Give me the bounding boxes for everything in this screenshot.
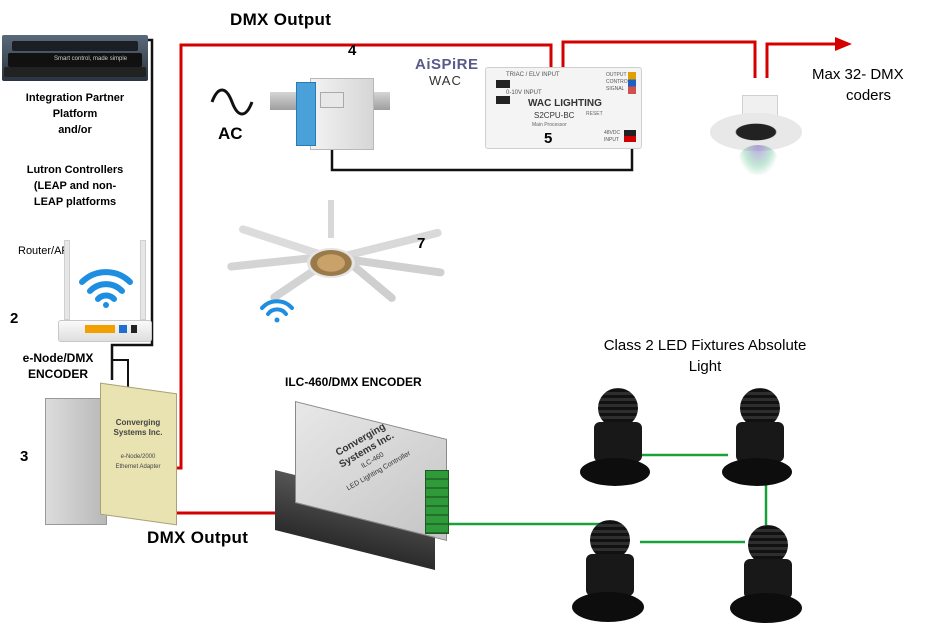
processor-model: S2CPU-BC: [534, 111, 575, 120]
enode-encoder-device: Converging Systems Inc. e-Node/2000 Ethe…: [45, 382, 180, 528]
ilc-terminal-block: [425, 470, 449, 534]
dmx-wire-to-downlight: [561, 40, 757, 78]
ilc-label: ILC-460/DMX ENCODER: [285, 375, 422, 389]
integration-label: Integration Partner Platform and/or: [25, 92, 125, 136]
power-wire: [330, 138, 634, 172]
router-label: Router/AP: [18, 245, 69, 257]
router-antenna-left: [64, 240, 70, 320]
psu-number: 4: [348, 42, 357, 59]
power-supply-device: [270, 70, 390, 155]
aispire-wac-logo: AiSPiRE WAC: [415, 56, 495, 88]
max32-label: Max 32- DMX coders: [812, 66, 904, 104]
dmx-output-top-label: DMX Output: [230, 10, 332, 29]
enode-label: e-Node/DMX ENCODER: [22, 351, 94, 381]
dmx-arrow-head: [835, 37, 852, 51]
dmx-wire-continue: [765, 42, 835, 78]
dmx-output-bottom-label: DMX Output: [147, 528, 249, 547]
fan-number: 7: [417, 235, 426, 252]
router-body: [58, 320, 152, 342]
ceiling-fan: [215, 200, 455, 340]
aispire-wordmark: AiSPiRE: [415, 56, 479, 73]
integration-platform-image: Smart control, made simple: [2, 35, 148, 81]
lutron-label: Lutron Controllers (LEAP and non- LEAP p…: [26, 164, 124, 208]
router-ap: [50, 240, 160, 350]
led-fixture-top-right: [722, 388, 792, 488]
enode-brand: Converging Systems Inc. e-Node/2000 Ethe…: [113, 418, 163, 470]
router-number: 2: [10, 310, 19, 327]
platform-tagline: Smart control, made simple: [54, 56, 128, 62]
led-fixture-top-left: [580, 388, 650, 488]
ilc-460-encoder: Converging Systems Inc. ILC-460 LED Ligh…: [275, 400, 465, 580]
led-fixture-bottom-right: [730, 525, 802, 625]
fixtures-label: Class 2 LED Fixtures Absolute Light: [603, 337, 807, 375]
enode-number: 3: [20, 448, 29, 465]
control-wire-platform: [110, 38, 154, 380]
ac-sine-icon: [210, 88, 254, 116]
rgb-downlight: [700, 95, 810, 185]
wac-wordmark: WAC: [429, 73, 462, 88]
processor-number: 5: [544, 130, 553, 147]
led-fixture-bottom-left: [572, 520, 644, 625]
fan-wifi-icon: [260, 299, 294, 323]
ac-label: AC: [218, 124, 243, 143]
wac-main-processor: TRIAC / ELV INPUT 0-10V INPUT OUTPUT CON…: [485, 67, 642, 149]
wac-lighting-brand: WAC LIGHTING: [528, 98, 602, 109]
wifi-icon: [79, 269, 133, 308]
router-antenna-right: [140, 240, 146, 320]
